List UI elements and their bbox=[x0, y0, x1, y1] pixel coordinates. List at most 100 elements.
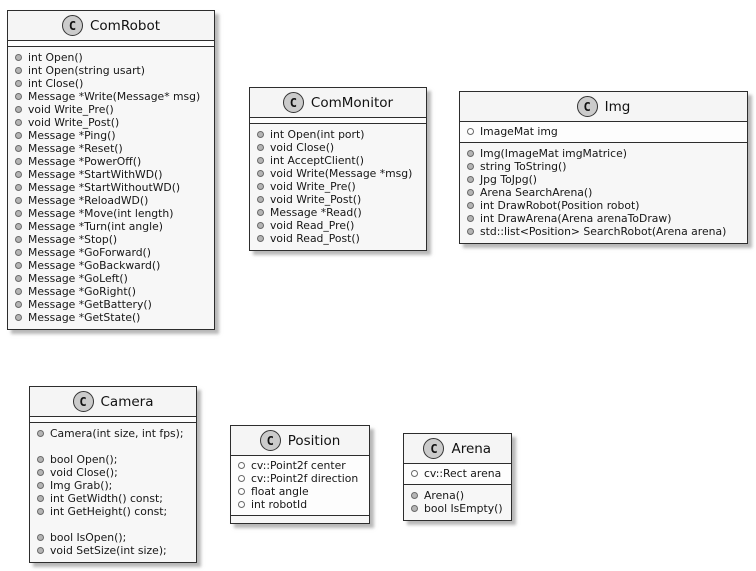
field-marker-icon bbox=[238, 488, 245, 495]
method-marker-icon bbox=[15, 171, 22, 178]
class-icon: C bbox=[62, 15, 83, 36]
method-marker-icon bbox=[37, 547, 44, 554]
method-row: Message *Write(Message* msg) bbox=[15, 90, 206, 103]
field-text: ImageMat img bbox=[480, 125, 558, 138]
method-marker-icon bbox=[15, 275, 22, 282]
method-text: void Close() bbox=[270, 141, 335, 154]
method-row: int Close() bbox=[15, 77, 206, 90]
method-text: int Open(string usart) bbox=[28, 64, 145, 77]
method-marker-icon bbox=[15, 184, 22, 191]
class-header: C Img bbox=[460, 92, 747, 122]
class-icon: C bbox=[282, 92, 304, 113]
field-row: cv::Point2f center bbox=[238, 459, 361, 472]
method-marker-icon bbox=[467, 150, 474, 157]
method-row: bool IsEmpty() bbox=[411, 502, 503, 515]
method-row: void Write_Post() bbox=[15, 116, 206, 129]
class-icon-letter: C bbox=[68, 18, 77, 33]
method-row: void Write(Message *msg) bbox=[257, 167, 418, 180]
method-marker-icon bbox=[257, 157, 264, 164]
method-text: int Close() bbox=[28, 77, 84, 90]
method-marker-icon bbox=[15, 301, 22, 308]
method-text: string ToString() bbox=[480, 160, 567, 173]
method-marker-icon bbox=[257, 209, 264, 216]
method-marker-icon bbox=[467, 176, 474, 183]
methods-compartment: int Open()int Open(string usart)int Clos… bbox=[8, 47, 214, 329]
method-row: Message *GoBackward() bbox=[15, 259, 206, 272]
method-marker-icon bbox=[257, 170, 264, 177]
method-row: void Read_Post() bbox=[257, 232, 418, 245]
method-text: void Write_Pre() bbox=[270, 180, 356, 193]
method-marker-icon bbox=[467, 163, 474, 170]
methods-compartment: Camera(int size, int fps);bool Open();vo… bbox=[30, 423, 196, 562]
method-row: Message *Stop() bbox=[15, 233, 206, 246]
method-text: Arena SearchArena() bbox=[480, 186, 593, 199]
method-row: Message *Move(int length) bbox=[15, 207, 206, 220]
class-name: ComRobot bbox=[90, 17, 160, 34]
method-text: void Write_Post() bbox=[28, 116, 120, 129]
class-name: Img bbox=[604, 98, 631, 115]
method-text: Arena() bbox=[424, 489, 465, 502]
method-row: int Open(string usart) bbox=[15, 64, 206, 77]
method-marker-icon bbox=[37, 508, 44, 515]
method-marker-icon bbox=[257, 235, 264, 242]
method-marker-icon bbox=[37, 534, 44, 541]
class-icon: C bbox=[72, 391, 94, 412]
method-text: void Close(); bbox=[50, 466, 118, 479]
method-row: void Close(); bbox=[37, 466, 188, 479]
method-marker-icon bbox=[15, 119, 22, 126]
method-marker-icon bbox=[15, 262, 22, 269]
method-marker-icon bbox=[15, 314, 22, 321]
class-box-commonitor: C ComMonitor int Open(int port)void Clos… bbox=[249, 87, 427, 251]
fields-compartment bbox=[30, 417, 196, 423]
method-marker-icon bbox=[15, 288, 22, 295]
method-row bbox=[37, 440, 188, 453]
method-text: Camera(int size, int fps); bbox=[50, 427, 184, 440]
method-text: Message *StartWithoutWD() bbox=[28, 181, 181, 194]
method-marker-icon bbox=[467, 228, 474, 235]
method-row: Message *GetBattery() bbox=[15, 298, 206, 311]
method-marker-icon bbox=[15, 93, 22, 100]
method-row: void Write_Pre() bbox=[15, 103, 206, 116]
method-text: void Write_Post() bbox=[270, 193, 362, 206]
method-text: void Write_Pre() bbox=[28, 103, 114, 116]
method-marker-icon bbox=[467, 189, 474, 196]
method-text: Message *PowerOff() bbox=[28, 155, 142, 168]
fields-compartment bbox=[250, 118, 426, 124]
method-row: int AcceptClient() bbox=[257, 154, 418, 167]
method-marker-icon bbox=[257, 183, 264, 190]
field-row: ImageMat img bbox=[467, 125, 739, 138]
method-text: Message *ReloadWD() bbox=[28, 194, 149, 207]
field-text: cv::Point2f direction bbox=[251, 472, 359, 485]
method-text: int DrawArena(Arena arenaToDraw) bbox=[480, 212, 672, 225]
field-text: cv::Point2f center bbox=[251, 459, 346, 472]
class-icon-letter: C bbox=[583, 99, 591, 114]
class-name: ComMonitor bbox=[310, 94, 394, 111]
method-row: bool IsOpen(); bbox=[37, 531, 188, 544]
method-marker-icon bbox=[15, 80, 22, 87]
method-text: Message *GetState() bbox=[28, 311, 141, 324]
method-row: std::list<Position> SearchRobot(Arena ar… bbox=[467, 225, 739, 238]
method-row bbox=[37, 518, 188, 531]
method-row: Message *StartWithoutWD() bbox=[15, 181, 206, 194]
method-marker-icon bbox=[15, 236, 22, 243]
method-text: Message *GoForward() bbox=[28, 246, 151, 259]
method-row: Arena SearchArena() bbox=[467, 186, 739, 199]
method-marker-icon bbox=[15, 158, 22, 165]
method-text: Message *Stop() bbox=[28, 233, 118, 246]
method-marker-icon bbox=[15, 54, 22, 61]
method-marker-icon bbox=[37, 456, 44, 463]
method-row: Img(ImageMat imgMatrice) bbox=[467, 147, 739, 160]
method-text: std::list<Position> SearchRobot(Arena ar… bbox=[480, 225, 727, 238]
method-row: void Write_Post() bbox=[257, 193, 418, 206]
methods-compartment: Img(ImageMat imgMatrice)string ToString(… bbox=[460, 143, 747, 243]
method-row: Message *GoLeft() bbox=[15, 272, 206, 285]
class-header: C Arena bbox=[404, 434, 511, 464]
method-row: int GetWidth() const; bbox=[37, 492, 188, 505]
class-icon-letter: C bbox=[79, 394, 87, 409]
method-row: void Write_Pre() bbox=[257, 180, 418, 193]
method-text: Message *Turn(int angle) bbox=[28, 220, 163, 233]
method-row: Message *Reset() bbox=[15, 142, 206, 155]
method-row: Img Grab(); bbox=[37, 479, 188, 492]
method-marker-icon bbox=[15, 67, 22, 74]
method-marker-icon bbox=[37, 469, 44, 476]
